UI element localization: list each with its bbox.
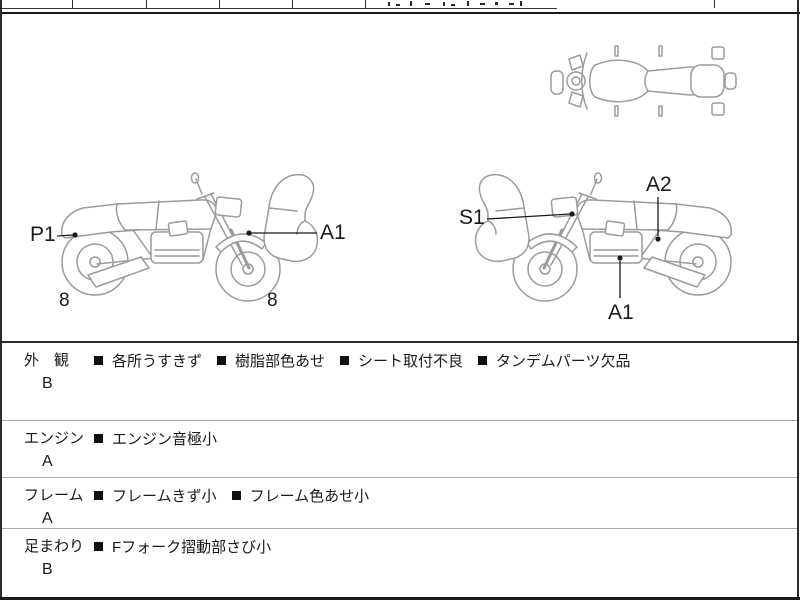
defect-bullet-icon bbox=[94, 434, 103, 443]
callout-a2: A2 bbox=[646, 173, 672, 196]
condition-row: エンジン A エンジン音極小 bbox=[2, 420, 797, 477]
wheel-count-front: 8 bbox=[267, 290, 278, 311]
callout-a1-right: A1 bbox=[608, 301, 634, 324]
defect-bullet-icon bbox=[340, 356, 350, 365]
defect-item-label: フレームきず小 bbox=[112, 488, 217, 505]
category-label: 外 観 bbox=[24, 352, 70, 369]
defect-item: エンジン音極小 bbox=[94, 428, 217, 449]
callout-a1-left: A1 bbox=[320, 221, 346, 244]
panel-top-border bbox=[0, 12, 800, 14]
defect-item-label: エンジン音極小 bbox=[112, 431, 218, 448]
motorcycle-top-view-diagram bbox=[550, 45, 737, 117]
defect-bullet-icon bbox=[231, 491, 241, 500]
defect-item-label: Fフォーク摺動部さび小 bbox=[112, 539, 272, 556]
category-label: フレーム bbox=[24, 487, 84, 504]
defect-item-label: シート取付不良 bbox=[358, 353, 464, 370]
motorcycle-right-side-diagram bbox=[474, 172, 733, 303]
top-row-divider bbox=[219, 0, 220, 8]
defect-item-label: 樹脂部色あせ bbox=[235, 353, 326, 370]
callout-s1: S1 bbox=[459, 206, 485, 229]
defect-item: フレームきず小 bbox=[94, 485, 217, 506]
condition-row: 外 観 B 各所うすきず 樹脂部色あせ シート取付不良 タンデムパーツ欠品 bbox=[2, 343, 797, 420]
panel-bottom-border bbox=[0, 597, 800, 600]
defect-bullet-icon bbox=[94, 491, 103, 500]
condition-row: フレーム A フレームきず小 フレーム色あせ小 bbox=[2, 477, 797, 528]
defect-item-label: タンデムパーツ欠品 bbox=[496, 353, 631, 370]
motorcycle-left-side-diagram bbox=[61, 172, 319, 302]
top-row-bottom-border bbox=[0, 8, 557, 9]
top-row-divider bbox=[146, 0, 147, 8]
panel-left-border bbox=[0, 0, 2, 600]
defect-item: タンデムパーツ欠品 bbox=[478, 350, 630, 371]
top-row-divider bbox=[714, 0, 715, 8]
defect-item-label: 各所うすきず bbox=[112, 353, 203, 370]
grade-value: A bbox=[42, 510, 53, 527]
defect-bullet-icon bbox=[217, 356, 227, 365]
defect-item: Fフォーク摺動部さび小 bbox=[94, 536, 271, 557]
category-label: 足まわり bbox=[24, 538, 85, 555]
defect-item: 樹脂部色あせ bbox=[217, 350, 325, 371]
defect-item: フレーム色あせ小 bbox=[231, 485, 370, 506]
category-label: エンジン bbox=[24, 430, 85, 447]
panel-right-border bbox=[797, 0, 799, 600]
condition-table-top-border bbox=[2, 341, 797, 343]
grade-value: B bbox=[42, 375, 53, 392]
wheel-count-rear: 8 bbox=[59, 290, 70, 311]
defect-item: 各所うすきず bbox=[94, 350, 202, 371]
defect-bullet-icon bbox=[478, 356, 488, 365]
top-partial-table-row bbox=[0, 0, 800, 9]
grade-value: B bbox=[42, 561, 53, 578]
top-row-divider bbox=[292, 0, 293, 8]
defect-bullet-icon bbox=[94, 542, 103, 551]
defect-bullet-icon bbox=[94, 356, 103, 365]
truncated-text-fragments bbox=[388, 1, 522, 6]
condition-row: 足まわり B Fフォーク摺動部さび小 bbox=[2, 528, 797, 597]
top-row-divider bbox=[72, 0, 73, 8]
callout-p1: P1 bbox=[30, 223, 56, 246]
grade-value: A bbox=[42, 453, 53, 470]
defect-item: シート取付不良 bbox=[340, 350, 463, 371]
defect-item-label: フレーム色あせ小 bbox=[249, 488, 370, 505]
top-row-divider bbox=[365, 0, 366, 8]
